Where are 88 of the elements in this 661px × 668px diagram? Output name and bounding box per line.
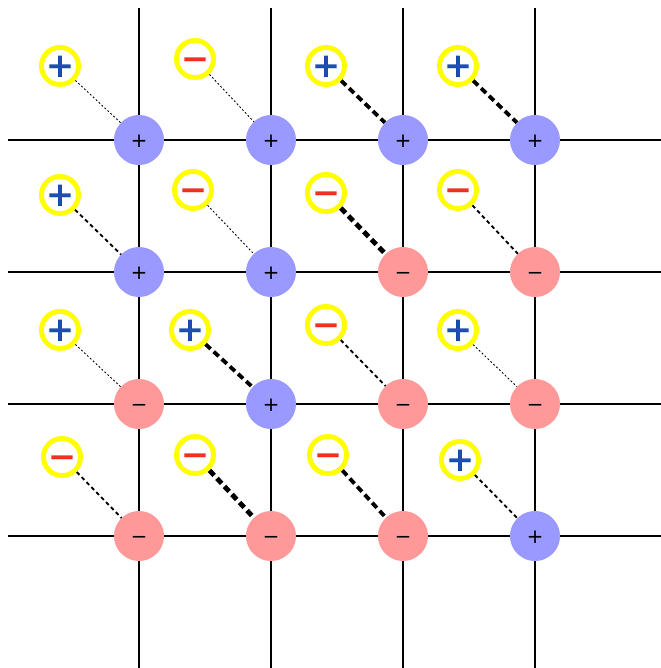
grid-line <box>8 139 114 141</box>
grid-line <box>270 8 272 115</box>
leader-line <box>74 208 122 256</box>
leader-line <box>74 80 122 124</box>
grid-line <box>296 271 378 273</box>
grid-line <box>164 271 246 273</box>
lattice-site: + <box>246 115 296 165</box>
lattice-site: + <box>510 115 560 165</box>
leader-line <box>472 204 519 254</box>
lattice-site: + <box>246 379 296 429</box>
leader-line <box>474 474 518 519</box>
lattice-site: + <box>114 115 164 165</box>
grid-line <box>270 429 272 511</box>
grid-line <box>8 403 114 405</box>
spin-marker: − <box>41 436 83 478</box>
leader-line <box>208 74 254 122</box>
grid-line <box>534 165 536 247</box>
spin-marker: + <box>39 309 81 351</box>
spin-marker: + <box>39 45 81 87</box>
grid-line <box>402 429 404 511</box>
grid-line <box>138 429 140 511</box>
grid-line <box>560 139 661 141</box>
leader-line <box>340 339 386 387</box>
spin-marker: + <box>437 309 479 351</box>
grid-line <box>296 535 378 537</box>
spin-marker: − <box>305 172 347 214</box>
leader-line <box>76 471 122 519</box>
grid-line <box>138 8 140 115</box>
grid-line <box>402 165 404 247</box>
grid-line <box>534 429 536 511</box>
grid-line <box>270 165 272 247</box>
grid-line <box>428 535 510 537</box>
lattice-site: − <box>246 511 296 561</box>
grid-line <box>534 561 536 668</box>
grid-line <box>8 535 114 537</box>
spin-marker: − <box>305 304 347 346</box>
leader-line <box>207 204 254 254</box>
grid-line <box>402 8 404 115</box>
lattice-site: + <box>246 247 296 297</box>
grid-line <box>402 297 404 379</box>
grid-line <box>164 139 246 141</box>
lattice-site: − <box>378 247 428 297</box>
leader-line <box>74 344 122 388</box>
grid-line <box>270 561 272 668</box>
leader-line <box>338 206 388 256</box>
spin-marker: + <box>169 309 211 351</box>
leader-line <box>204 342 254 389</box>
leader-line <box>340 79 386 124</box>
grid-line <box>428 403 510 405</box>
lattice-site: + <box>378 115 428 165</box>
grid-line <box>560 535 661 537</box>
leader-line <box>340 469 388 520</box>
leader-line <box>208 468 256 520</box>
spin-marker: − <box>437 169 479 211</box>
grid-line <box>560 271 661 273</box>
spin-marker: − <box>172 169 214 211</box>
lattice-site: + <box>114 247 164 297</box>
grid-line <box>270 297 272 379</box>
grid-line <box>428 139 510 141</box>
grid-line <box>138 297 140 379</box>
grid-line <box>402 561 404 668</box>
grid-line <box>296 403 378 405</box>
leader-line <box>472 79 518 124</box>
lattice-site: + <box>510 511 560 561</box>
grid-line <box>8 271 114 273</box>
grid-line <box>164 403 246 405</box>
spin-marker: − <box>174 434 216 476</box>
leader-line <box>472 344 518 388</box>
spin-marker: + <box>39 174 81 216</box>
grid-line <box>296 139 378 141</box>
grid-line <box>534 8 536 115</box>
lattice-site: − <box>378 511 428 561</box>
spin-marker: + <box>439 439 481 481</box>
lattice-site: − <box>378 379 428 429</box>
grid-line <box>138 561 140 668</box>
spin-marker: + <box>437 45 479 87</box>
grid-line <box>164 535 246 537</box>
lattice-site: − <box>510 247 560 297</box>
lattice-site: − <box>510 379 560 429</box>
spin-marker: + <box>305 45 347 87</box>
grid-line <box>138 165 140 247</box>
grid-line <box>428 271 510 273</box>
spin-marker: − <box>174 38 216 80</box>
grid-line <box>560 403 661 405</box>
lattice-site: − <box>114 379 164 429</box>
spin-marker: − <box>307 434 349 476</box>
lattice-site: − <box>114 511 164 561</box>
grid-line <box>534 297 536 379</box>
